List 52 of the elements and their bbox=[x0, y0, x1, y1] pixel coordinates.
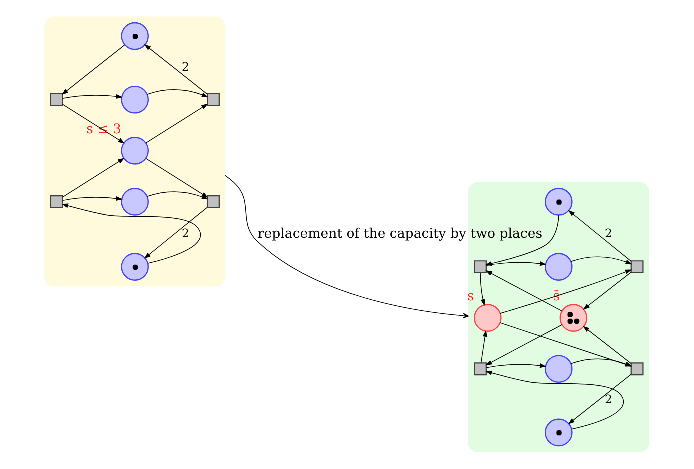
edge-label: 2 bbox=[182, 226, 190, 240]
node-label: s bbox=[467, 290, 474, 305]
node-circle bbox=[121, 22, 150, 50]
node-circle bbox=[121, 137, 150, 165]
edge-label: 2 bbox=[605, 226, 613, 240]
arrow bbox=[62, 204, 202, 264]
arrow bbox=[62, 44, 126, 96]
arrow bbox=[146, 90, 209, 98]
arrow bbox=[568, 374, 632, 425]
node-circle bbox=[544, 253, 573, 281]
arrow bbox=[62, 196, 123, 202]
arrow bbox=[500, 322, 632, 367]
edge-label: replacement of the capacity by two places bbox=[258, 226, 543, 242]
arrow bbox=[62, 104, 125, 144]
arrow bbox=[486, 270, 562, 312]
arrow bbox=[144, 207, 208, 259]
arrow bbox=[570, 358, 632, 367]
arrow bbox=[568, 210, 632, 262]
node-box bbox=[474, 362, 487, 376]
arrow bbox=[224, 175, 470, 319]
edge-label: 2 bbox=[182, 60, 190, 74]
arrow bbox=[570, 256, 632, 265]
node-box bbox=[50, 93, 64, 106]
node-circle bbox=[560, 304, 588, 332]
arrow bbox=[62, 158, 125, 198]
arrow bbox=[146, 104, 208, 144]
arrow bbox=[480, 330, 488, 364]
node-box bbox=[50, 195, 64, 208]
arrow bbox=[480, 272, 486, 306]
arrow bbox=[486, 324, 562, 366]
node-circle bbox=[474, 304, 502, 332]
node-box bbox=[474, 260, 487, 274]
cluster bbox=[468, 182, 650, 452]
node-circle bbox=[544, 418, 573, 447]
node-circle bbox=[544, 355, 573, 384]
node-circle bbox=[121, 86, 150, 114]
arrow bbox=[583, 272, 632, 310]
node-circle bbox=[544, 188, 573, 216]
arrow bbox=[583, 326, 632, 364]
node-box bbox=[207, 195, 220, 208]
arrow bbox=[144, 44, 208, 95]
arrow bbox=[486, 370, 624, 430]
arrow bbox=[486, 364, 547, 368]
arrow bbox=[62, 94, 123, 99]
node-box bbox=[630, 260, 644, 274]
cluster bbox=[44, 16, 226, 287]
node-circle bbox=[121, 188, 150, 216]
node-box bbox=[630, 362, 644, 376]
arrow bbox=[500, 270, 632, 314]
edge-label: 2 bbox=[605, 392, 613, 407]
node-box bbox=[207, 93, 220, 106]
node-circle bbox=[121, 253, 150, 281]
